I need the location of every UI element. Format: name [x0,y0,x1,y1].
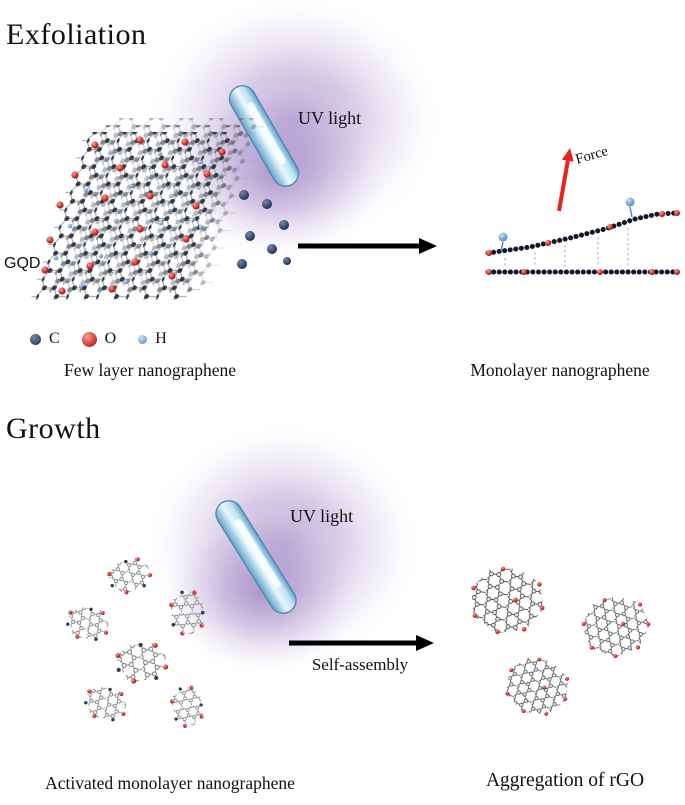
exfoliation-title: Exfoliation [6,18,147,51]
caption-aggregation-rgo: Aggregation of rGO [485,770,645,791]
legend-item-carbon: C [30,330,60,348]
uv-lamp-bottom [215,500,297,614]
few-layer-lattice-graphic [30,118,267,300]
growth-title: Growth [6,412,101,445]
lattice-oxygen-atoms [41,136,226,295]
caption-activated-monolayer: Activated monolayer nanographene [45,773,295,793]
uv-light-label-bottom: UV light [290,506,354,526]
carbon-atom-swatch [30,333,41,345]
atom-legend: C O H [30,330,167,348]
rgo-aggregates-graphic [466,563,656,725]
caption-few-layer: Few layer nanographene [63,360,236,380]
photon-detached-atoms [237,190,291,269]
uv-light-label-top: UV light [298,108,362,128]
lattice-hydrogen-atoms [53,149,204,289]
legend-item-hydrogen: H [138,330,167,348]
process-arrow-bottom [289,635,434,651]
legend-item-oxygen: O [81,330,117,348]
force-arrow [557,148,574,212]
gqd-label: GQD [4,255,41,272]
process-arrow-top [298,238,437,254]
uv-glow-bottom [141,419,425,678]
monolayer-sheets-graphic [485,197,680,275]
hydrogen-atom-swatch [138,334,148,344]
self-assembly-label: Self-assembly [311,655,409,674]
caption-monolayer: Monolayer nanographene [470,360,650,380]
oxygen-atom-swatch [81,331,97,347]
legend-oxygen-label: O [104,330,117,347]
lattice-hydrogen-bonds [79,159,201,258]
legend-hydrogen-label: H [155,330,167,347]
legend-carbon-label: C [49,330,60,347]
